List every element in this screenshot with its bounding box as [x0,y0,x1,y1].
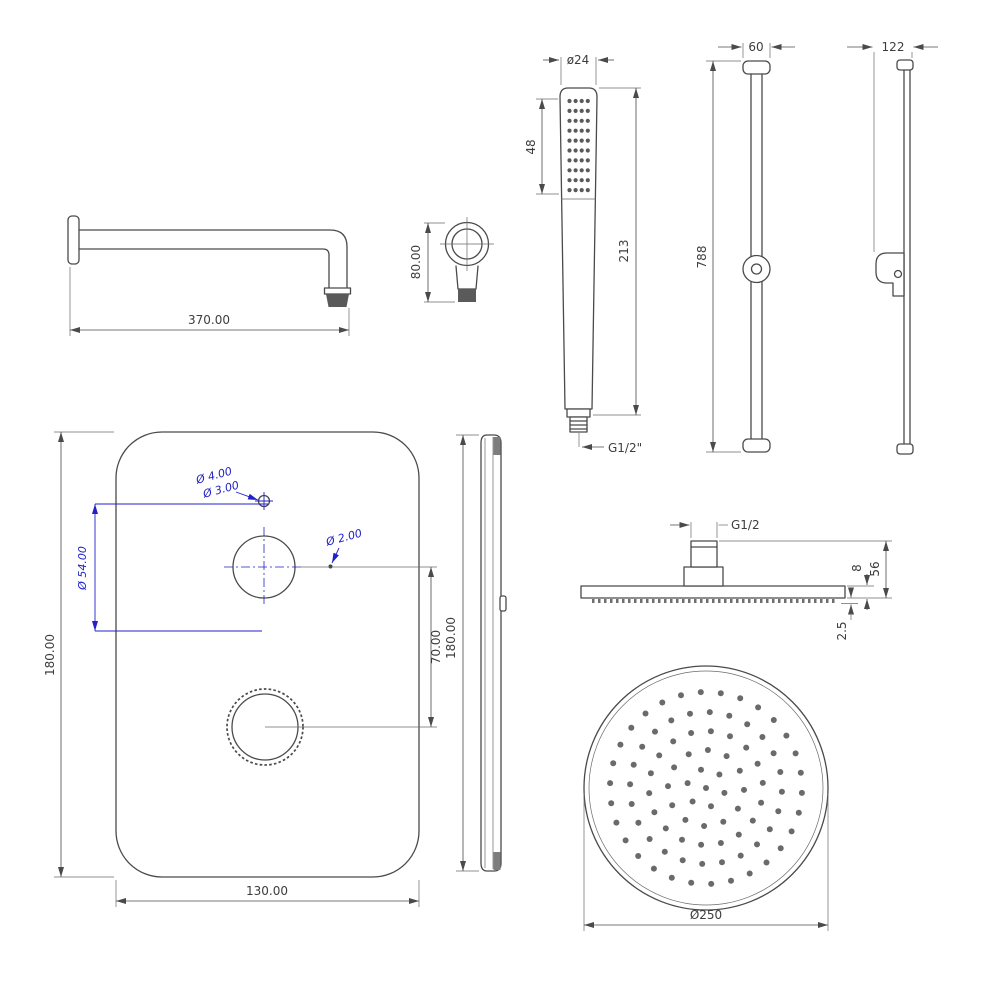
head-outer-circle [583,665,829,911]
dim-knob-spacing: 70.00 [429,630,443,664]
dim-arm-outlet-height: 80.00 [409,245,423,279]
arm-wall-flange [67,215,80,265]
dim-head-body-height: 8 [850,564,864,572]
control-plate-side-view: 180.00 [444,434,507,872]
arm-nozzle-collar [323,287,352,295]
arm-nozzle-tip [326,294,349,307]
dim-head-thread: G1/2 [731,518,760,532]
plate-side-outline [480,434,502,872]
plate-pin-hole [328,564,333,569]
dim-valve-dia: Ø 54.00 [76,546,89,591]
arm-inner-edge [78,248,330,290]
rail-bottom-bracket [742,438,771,453]
head-connector-base [683,566,724,587]
plate-side-top-shade [493,437,501,455]
slide-rail-front-view: 60 788 [695,40,795,453]
plate-outline [115,431,420,878]
dim-plate-width: 130.00 [246,884,288,898]
plate-side-bottom-shade [493,852,501,870]
dim-plate-height: 180.00 [43,634,57,676]
dim-head-total-height: 56 [868,561,882,576]
head-plate [580,585,846,599]
slide-rail-side-view: 122 [847,40,938,455]
hand-shower-nozzle-dots [567,98,590,193]
rail-holder [875,252,905,297]
rail-side-bottom-cap [896,443,914,455]
rail-side-top-cap [896,59,914,71]
dim-plate-side-height: 180.00 [444,617,458,659]
hand-shower-body [559,87,598,410]
hand-shower-view: ø24 48 213 G1/2" [524,53,642,455]
shower-arm-end-view: 80.00 [409,217,494,303]
dim-arm-length: 370.00 [188,313,230,327]
arm-outer-edge [78,229,348,290]
dim-head-nozzle-height: 2.5 [835,621,849,640]
dim-rail-length: 788 [695,246,709,269]
head-connector-neck [690,540,718,568]
rail-slider [742,254,771,284]
shower-arm-side-view: 370.00 [67,215,352,336]
rail-top-bracket [742,60,771,75]
dim-hand-diameter: ø24 [567,53,590,67]
control-plate-front-view: Ø 4.00 Ø 3.00 Ø 2.00 Ø 54.00 180.00 70.0… [43,431,443,907]
arm-outlet-tip [458,289,476,302]
dim-rail-width: 60 [748,40,763,54]
plate-side-knob-bump [499,595,507,612]
head-shower-side-view: G1/2 56 8 2.5 [580,518,892,641]
dim-hand-face: 48 [524,139,538,154]
head-shower-face-view: Ø250 [583,665,829,931]
hand-shower-neck [566,408,591,418]
dim-rail-depth: 122 [882,40,905,54]
head-nozzle-dots [607,689,805,887]
dim-hand-thread: G1/2" [608,441,642,455]
dim-head-diameter: Ø250 [690,908,722,922]
dim-hand-length: 213 [617,240,631,263]
